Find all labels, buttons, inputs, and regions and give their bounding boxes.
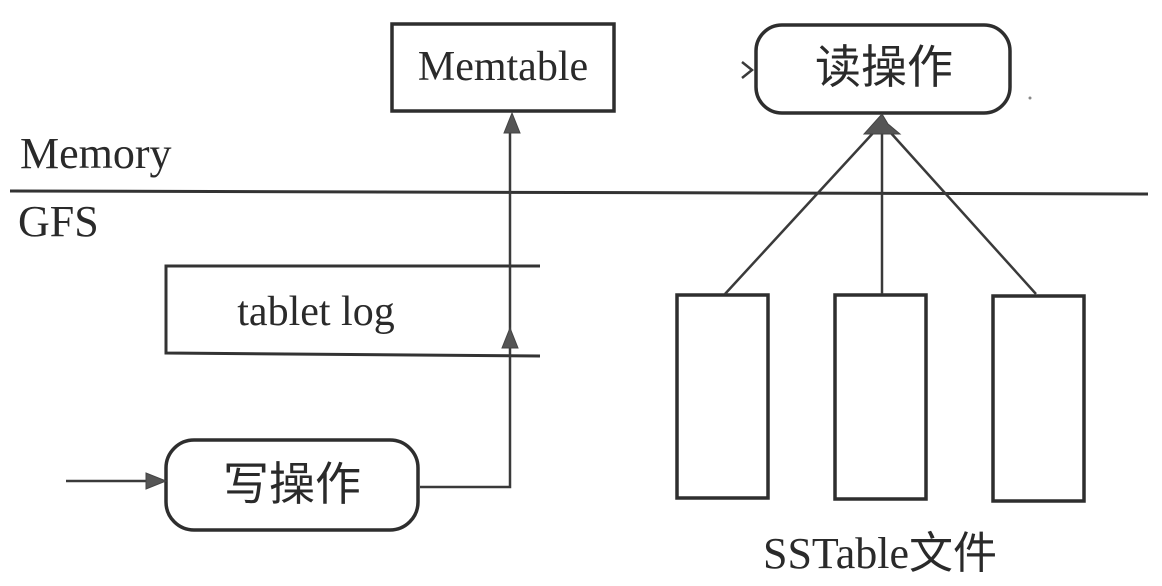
memtable-node: Memtable: [390, 22, 616, 113]
write-to-memtable-path: [420, 125, 512, 489]
memory-gfs-divider: [9, 189, 1149, 196]
sstable-caption: SSTable文件: [763, 529, 997, 578]
sstable-file-1: [675, 293, 770, 500]
sstable-files: [675, 293, 1086, 503]
write-operation-label: 写操作: [223, 457, 361, 511]
tablet-log-arrowhead-icon: [501, 326, 519, 349]
sstable-file-3: [991, 294, 1086, 503]
tablet-log-label: tablet log: [237, 289, 394, 335]
speck-dot: [1028, 96, 1032, 100]
sstable-file-2: [833, 293, 928, 501]
sstable-caption-text: SSTable文件: [763, 529, 997, 578]
sstable3-to-read-arrow: [889, 131, 1037, 295]
read-operation-node: 读操作: [754, 23, 1012, 115]
write-input-arrowhead-icon: [145, 472, 168, 490]
memtable-label: Memtable: [418, 44, 588, 90]
sstable1-to-read-arrow: [724, 131, 875, 295]
read-operation-label: 读操作: [815, 40, 953, 94]
tablet-log-node: tablet log: [164, 264, 541, 358]
memtable-arrowhead-icon: [503, 111, 521, 134]
read-operation-box: [754, 23, 1012, 115]
write-operation-box: [164, 438, 420, 532]
write-operation-node: 写操作: [164, 438, 420, 532]
memory-region-label: Memory: [20, 129, 172, 178]
tablet-log-box: [164, 264, 541, 358]
read-input-chevron-icon: [741, 61, 755, 79]
gfs-region-label: GFS: [18, 197, 99, 246]
memtable-box: [390, 22, 616, 113]
read-arrowhead-icon: [862, 113, 902, 135]
